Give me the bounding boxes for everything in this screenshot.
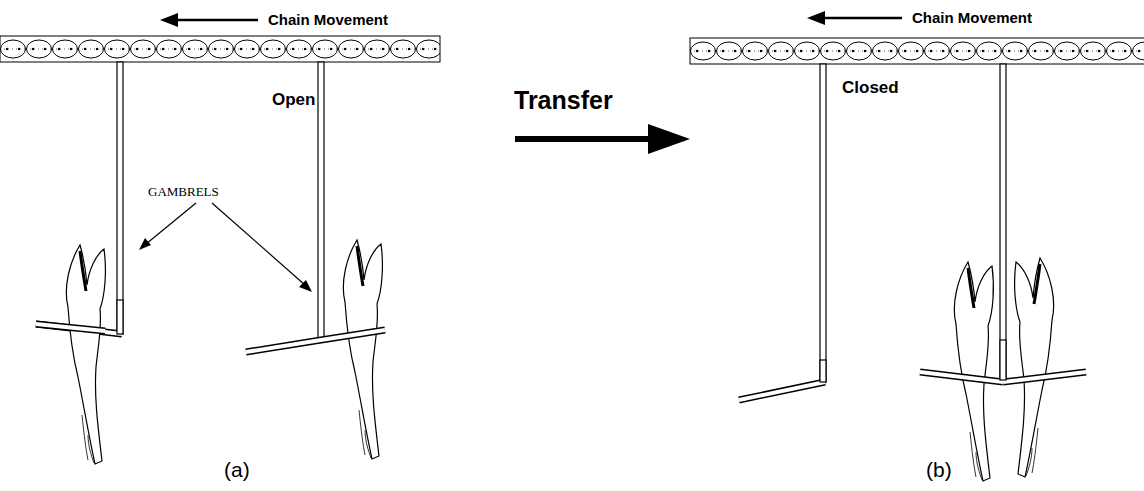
transfer-label: Transfer (514, 86, 613, 115)
direction-label: Chain Movement (912, 9, 1032, 26)
chain (0, 36, 440, 62)
panel-label: (b) (926, 458, 952, 482)
direction-label: Chain Movement (268, 11, 388, 28)
state-label: Closed (842, 78, 899, 98)
state-label: Open (272, 90, 315, 110)
part-label: GAMBRELS (148, 184, 219, 200)
panel-label: (a) (224, 458, 250, 482)
